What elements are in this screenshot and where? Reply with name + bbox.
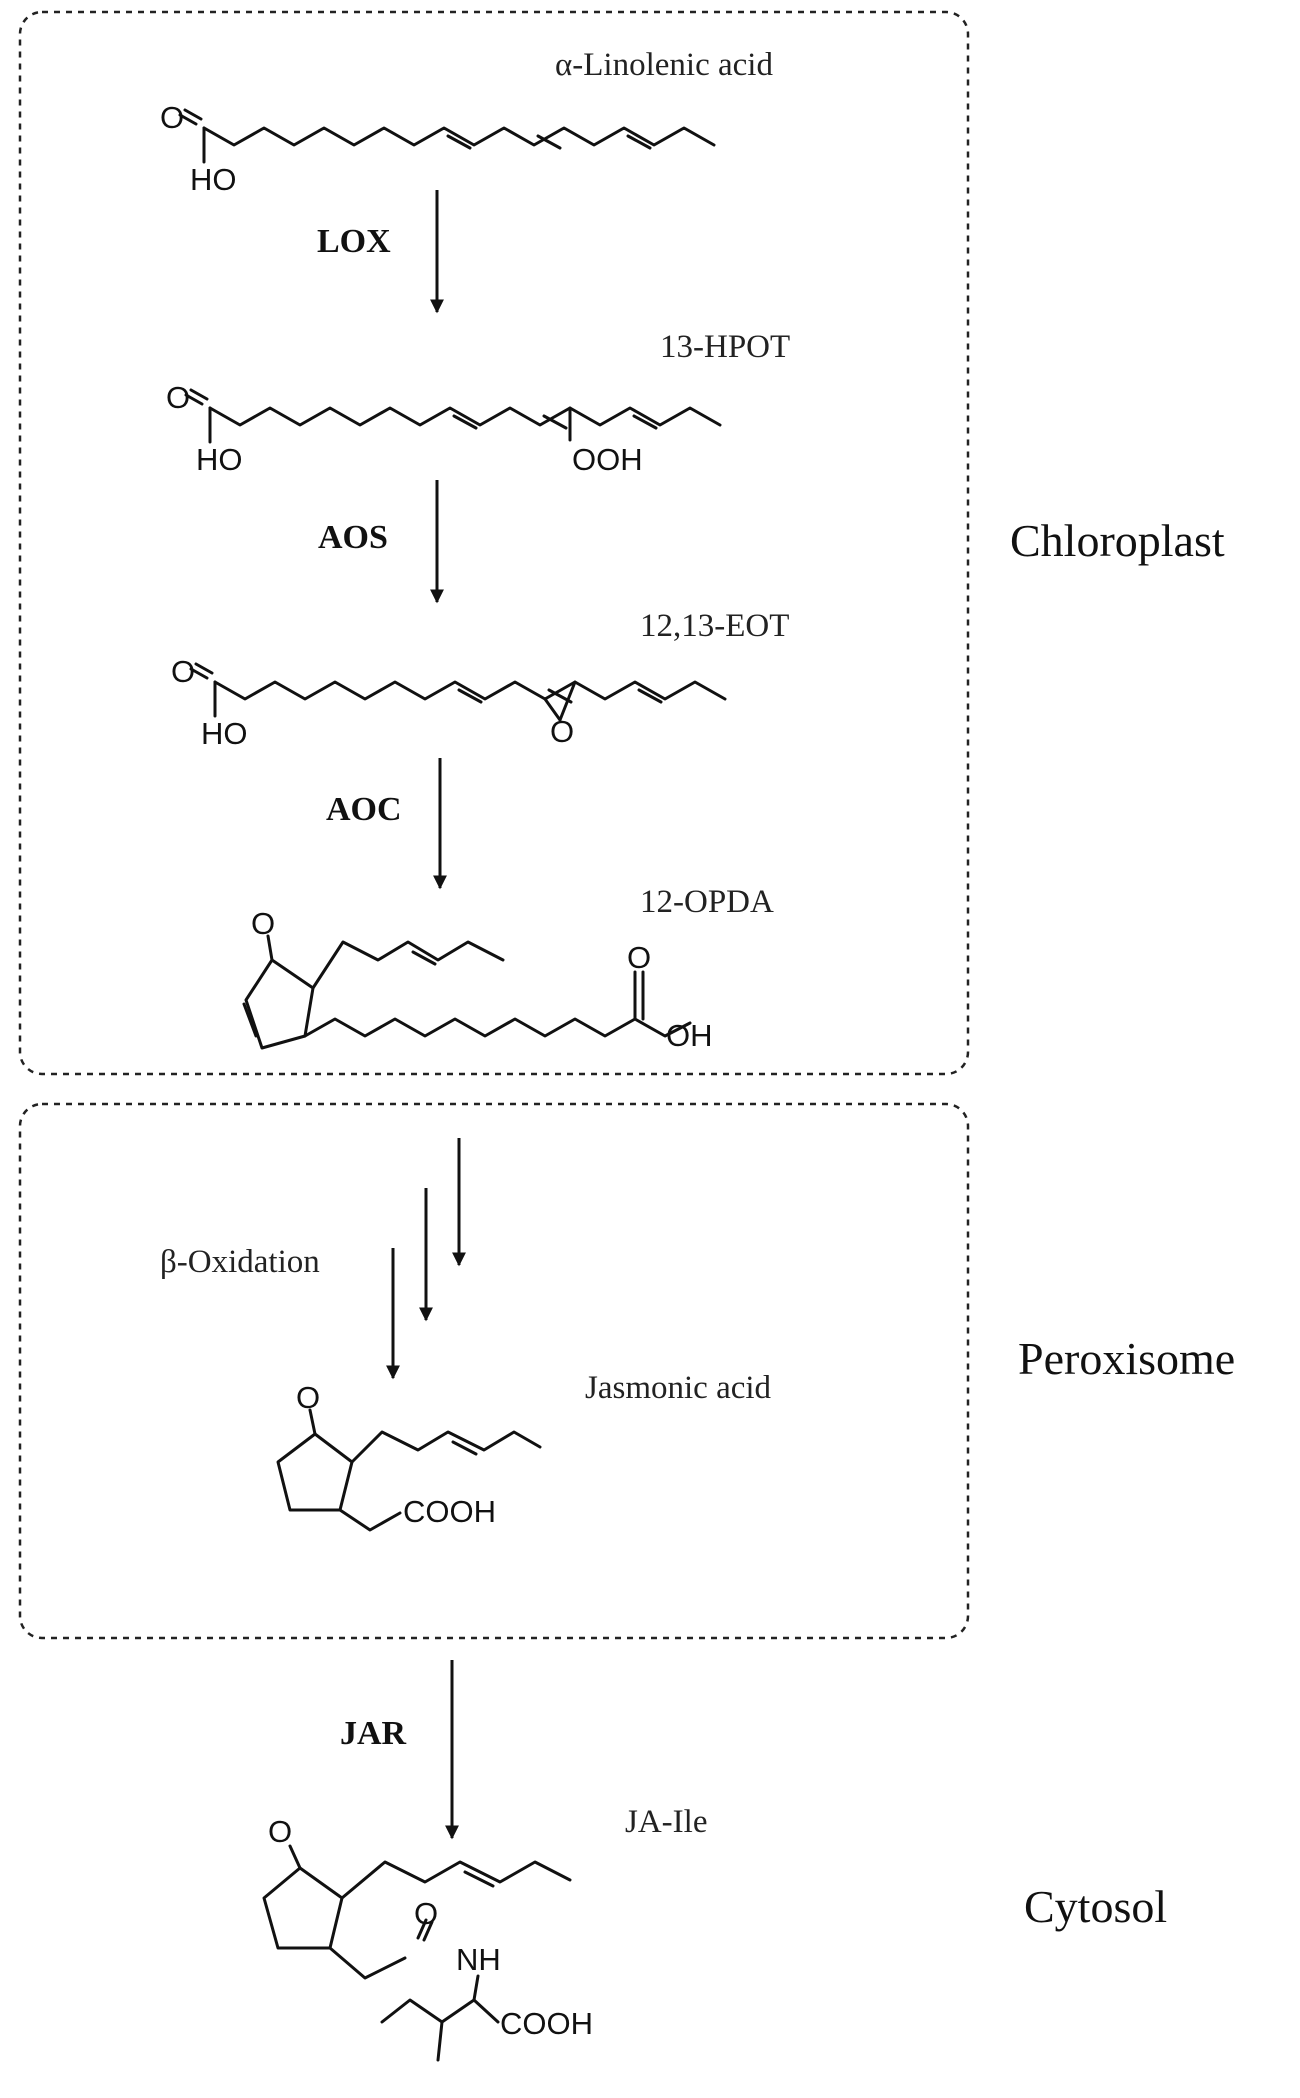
compound-name-12-13-eot: 12,13-EOT [640,608,789,644]
enzyme-lox: LOX [317,223,391,260]
atom-o: O [251,906,275,941]
compartment-label-peroxisome: Peroxisome [1018,1333,1235,1384]
structure-linolenic-acid: α-Linolenic acid O HO [160,47,773,197]
enzyme-aos: AOS [318,519,388,556]
compound-name-12-opda: 12-OPDA [640,884,774,920]
compound-name-linolenic-acid: α-Linolenic acid [555,47,773,83]
enzyme-jar: JAR [340,1715,407,1752]
atom-cooh: COOH [403,1494,496,1529]
atom-oh: OH [666,1018,713,1053]
atom-ooh: OOH [572,442,643,477]
atom-o-amide: O [414,1896,438,1931]
atom-o-carbonyl: O [627,940,651,975]
atom-o: O [166,380,190,415]
compound-name-13-hpot: 13-HPOT [660,329,790,365]
compartment-label-cytosol: Cytosol [1024,1881,1167,1932]
atom-o: O [296,1380,320,1415]
compartment-label-chloroplast: Chloroplast [1010,515,1225,566]
atom-o: O [268,1814,292,1849]
peroxisome-box [18,1102,970,1640]
atom-ho: HO [201,716,248,751]
atom-o: O [160,100,184,135]
compound-name-jasmonic-acid: Jasmonic acid [585,1370,772,1406]
atom-nh: NH [456,1942,501,1977]
structure-ja-ile: JA-Ile O O NH COOH [262,1804,707,2062]
chloroplast-box [18,10,970,1076]
structure-12-opda: 12-OPDA O O OH [242,884,774,1053]
atom-o: O [171,654,195,689]
atom-ho: HO [196,442,243,477]
enzyme-aoc: AOC [326,791,402,828]
atom-o-epoxide: O [550,714,574,749]
atom-ho: HO [190,162,237,197]
structure-jasmonic-acid: Jasmonic acid O COOH [276,1370,772,1532]
structure-12-13-eot: 12,13-EOT O HO O [171,608,789,751]
compound-name-ja-ile: JA-Ile [625,1804,707,1840]
structure-13-hpot: 13-HPOT O HO OOH [166,329,790,477]
atom-cooh: COOH [500,2006,593,2041]
enzyme-beta-oxidation: β-Oxidation [160,1244,320,1280]
